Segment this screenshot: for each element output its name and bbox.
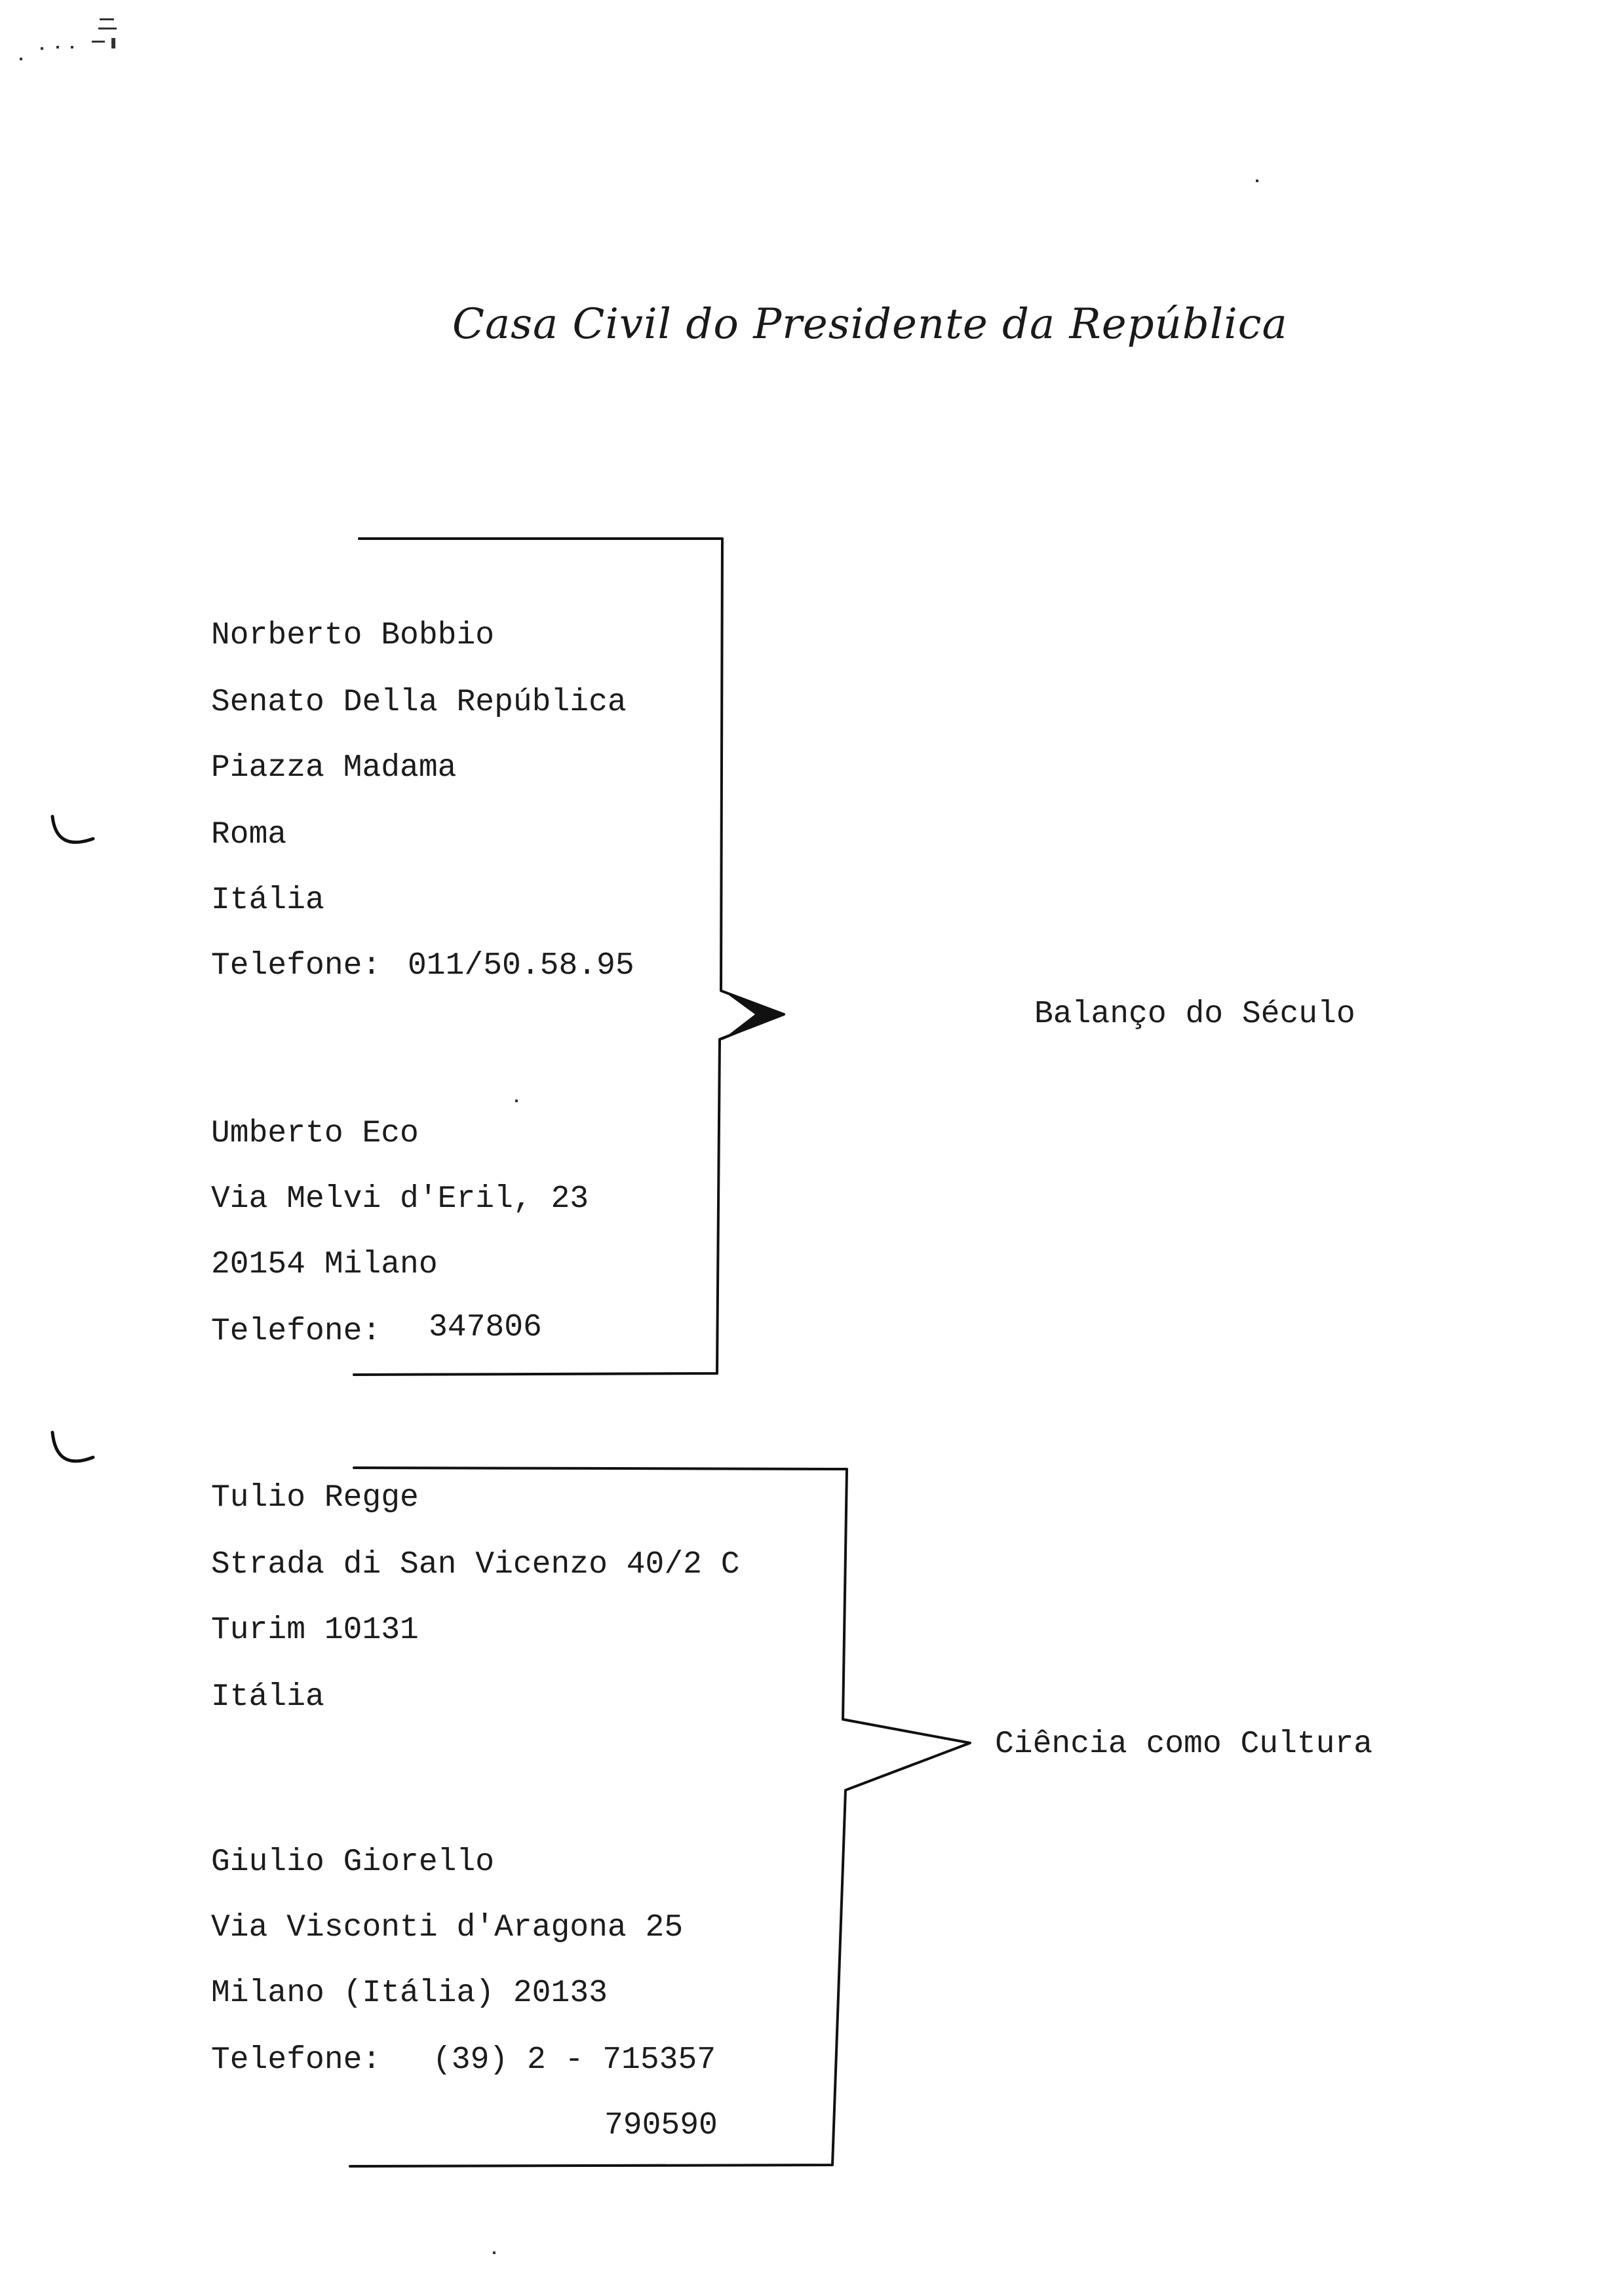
contact-name: Umberto Eco	[211, 1116, 419, 1151]
contact-name: Norberto Bobbio	[211, 618, 495, 653]
address-line: 20154 Milano	[211, 1247, 438, 1282]
phone-number: 347806	[429, 1310, 542, 1345]
address-line: Via Visconti d'Aragona 25	[211, 1910, 684, 1945]
contact-name: Tulio Regge	[211, 1480, 419, 1516]
address-line: Piazza Madama	[211, 750, 457, 786]
phone-label: Telefone:	[211, 2042, 381, 2078]
group-label: Ciência como Cultura	[995, 1727, 1373, 1762]
contact-name: Giulio Giorello	[211, 1845, 495, 1880]
punch-mark	[50, 814, 95, 844]
address-line: Itália	[211, 883, 324, 918]
address-line: Strada di San Vicenzo 40/2 C	[211, 1547, 740, 1582]
group-label: Balanço do Século	[1034, 997, 1355, 1032]
brace-bracket-2	[349, 1466, 971, 2168]
address-line: Itália	[211, 1679, 324, 1715]
punch-mark	[50, 1430, 95, 1463]
phone-number: 790590	[604, 2108, 718, 2143]
phone-label: Telefone:	[211, 1314, 381, 1349]
address-line: Via Melvi d'Eril, 23	[211, 1181, 589, 1217]
phone-number: 011/50.58.95	[408, 948, 634, 984]
address-line: Milano (Itália) 20133	[211, 1976, 608, 2011]
address-line: Roma	[211, 817, 287, 852]
brace-bracket-1	[353, 537, 785, 1376]
scan-specks	[20, 18, 1258, 2254]
phone-label: Telefone:	[211, 948, 381, 984]
address-line: Turim 10131	[211, 1613, 419, 1648]
address-line: Senato Della República	[211, 685, 627, 720]
bracket-arrow-tip	[721, 989, 784, 1041]
phone-number: (39) 2 - 715357	[433, 2042, 716, 2078]
